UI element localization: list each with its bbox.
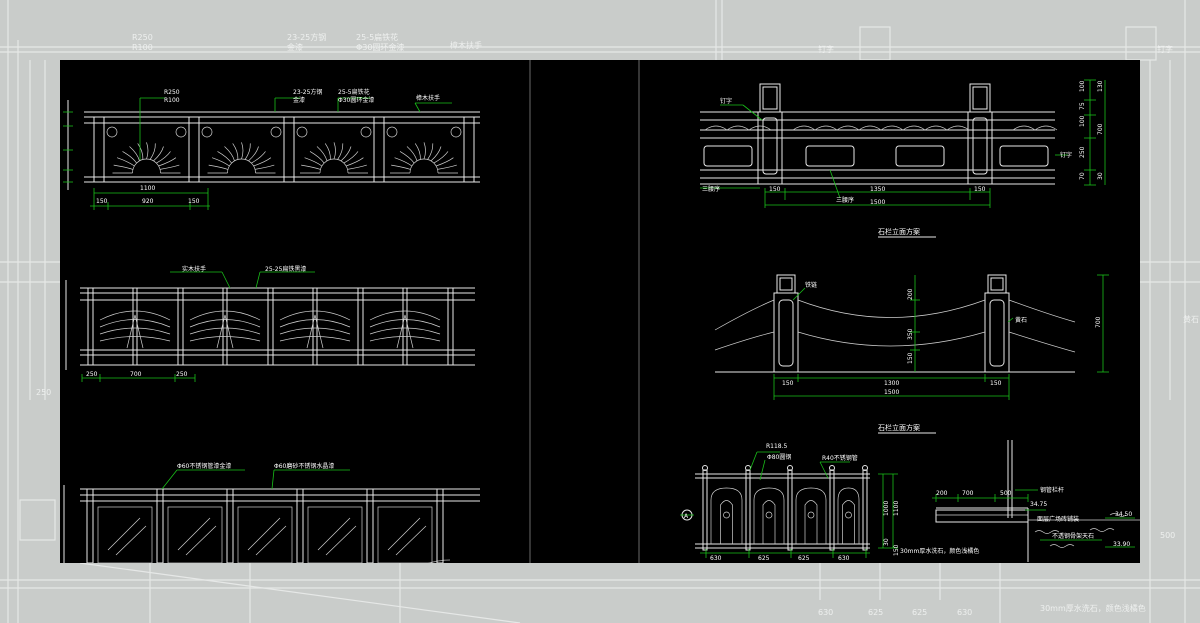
- label-moulding-center: 三腰序: [836, 196, 854, 204]
- railing-elevation-glass: [63, 485, 480, 563]
- stone-chain-elevation: [714, 274, 1076, 373]
- panel1-dimensions: [90, 188, 210, 210]
- label-post-top: 钉字: [720, 97, 732, 105]
- label-solid-wood-handrail: 实木扶手: [182, 265, 206, 273]
- bg-dim-500: 500: [1160, 531, 1175, 540]
- cad-drawing: R250 R100 23-25方钢 金漆 25-5扁铁花 Φ30圆环金漆 樟木扶…: [63, 60, 1140, 563]
- bg-label-r250: R250: [132, 33, 153, 42]
- label-gold-paint: 金漆: [293, 96, 305, 104]
- dim-v70: 70: [1079, 172, 1086, 180]
- dim-200: 200: [936, 490, 948, 497]
- dim-v100: 100: [1079, 80, 1086, 92]
- dim-v150: 150: [893, 544, 900, 556]
- bg-dim-625a: 625: [868, 608, 883, 617]
- dim-150-mid-a: 150: [782, 380, 794, 387]
- dim-1300: 1300: [884, 380, 899, 387]
- dim-150-mid-b: 150: [990, 380, 1002, 387]
- label-r100: R100: [164, 97, 180, 104]
- dim-v75: 75: [1079, 102, 1086, 110]
- label-steel-rail: 钢管栏杆: [1040, 486, 1064, 494]
- dim-625-a: 625: [758, 555, 770, 562]
- caption-stone-balustrade-2: 石栏立面方案: [878, 423, 920, 432]
- dim-700-sec: 700: [962, 490, 974, 497]
- dim-700: 700: [130, 371, 142, 378]
- cad-sheet: R250 R100 23-25方钢 金漆 25-5扁铁花 Φ30圆环金漆 樟木扶…: [60, 60, 1140, 563]
- dim-1500-mid: 1500: [884, 389, 899, 396]
- bg-label-post: 钉字: [818, 44, 834, 54]
- watermark: [428, 559, 451, 563]
- bg-label-gold: 金漆: [287, 42, 303, 52]
- dim-1500: 1500: [870, 199, 885, 206]
- label-chain: 铁链: [805, 281, 817, 289]
- bg-label-wood: 樟木扶手: [450, 40, 482, 50]
- dim-920: 920: [142, 198, 154, 205]
- label-stone-frame: 不透钢骨架天石: [1052, 532, 1094, 540]
- section-mark-a: A: [684, 513, 689, 520]
- dim-150-b: 150: [974, 186, 986, 193]
- dim-v700-mid: 700: [1095, 316, 1102, 328]
- dim-v200: 200: [907, 288, 914, 300]
- dim-v350: 350: [907, 328, 914, 340]
- dim-500: 500: [1000, 490, 1012, 497]
- railing-section-detail: [935, 440, 1140, 562]
- label-pipe-crystal: Φ60磨砂不锈钢水晶漆: [274, 462, 334, 470]
- bg-label-flat: 25-5扁铁花: [356, 32, 398, 42]
- dim-250-left: 250: [86, 371, 98, 378]
- elev-34-50: 34.50: [1115, 511, 1132, 518]
- label-stainless-pipe: R40不锈钢管: [822, 454, 858, 462]
- dim-1100: 1100: [140, 185, 155, 192]
- bg-dim-630b: 630: [957, 608, 972, 617]
- dim-v1000: 1000: [883, 501, 890, 516]
- dim-v150: 150: [907, 352, 914, 364]
- elev-34-75: 34.75: [1030, 501, 1047, 508]
- panel1-leaders: [139, 97, 452, 160]
- dim-625-b: 625: [798, 555, 810, 562]
- dim-v30: 30: [883, 538, 890, 546]
- caption-stone-balustrade-1: 石栏立面方案: [878, 227, 920, 236]
- label-post-right: 钉字: [1060, 151, 1072, 159]
- dim-v700: 700: [1097, 123, 1104, 135]
- stone-balustrade-elevation-1: [700, 83, 1058, 185]
- label-camphor-handrail: 樟木扶手: [416, 94, 440, 102]
- dim-250-right: 250: [176, 371, 188, 378]
- label-ring-gold: Φ30圆环金漆: [338, 96, 374, 104]
- label-round-steel: Φ80圆钢: [767, 453, 791, 461]
- dim-v30: 30: [1097, 172, 1104, 180]
- railing-elevation-wave: [65, 280, 475, 370]
- dim-630-a: 630: [710, 555, 722, 562]
- bg-dim-630a: 630: [818, 608, 833, 617]
- dim-150-a: 150: [769, 186, 781, 193]
- label-yellow-stone: 黄石: [1015, 316, 1027, 324]
- label-moulding-left: 三腰序: [702, 185, 720, 193]
- bg-dim-250: 250: [36, 388, 51, 397]
- dim-1350: 1350: [870, 186, 885, 193]
- iron-railing-elevation: [680, 465, 870, 551]
- label-r118: R118.5: [766, 443, 788, 450]
- dim-v100b: 100: [1079, 115, 1086, 127]
- note-washed-stone: 30mm厚水洗石，颜色浅橘色: [900, 547, 979, 555]
- label-square-steel: 23-25方钢: [293, 88, 322, 96]
- bg-label-stone: 黄石: [1183, 314, 1199, 324]
- railing-elevation-sunburst: [63, 100, 480, 190]
- bg-label-r100: R100: [132, 43, 153, 52]
- dim-630-b: 630: [838, 555, 850, 562]
- label-flat-iron-flower: 25-5扁铁花: [338, 88, 370, 96]
- bg-label-round: Φ30圆环金漆: [356, 42, 404, 52]
- bg-dim-625b: 625: [912, 608, 927, 617]
- dim-150-right: 150: [188, 198, 200, 205]
- bg-label-steel: 23-25方钢: [287, 32, 326, 42]
- bg-note: 30mm厚水洗石，颜色浅橘色: [1040, 603, 1146, 613]
- dim-v1100: 1100: [893, 501, 900, 516]
- dim-v130: 130: [1097, 80, 1104, 92]
- label-pipe-gold: Φ60不锈钢管漆金漆: [177, 462, 231, 470]
- dim-v250: 250: [1079, 146, 1086, 158]
- label-flat-iron-black: 25-25扁铁黑漆: [265, 265, 306, 273]
- elev-33-90: 33.90: [1113, 541, 1130, 548]
- label-r250: R250: [164, 89, 180, 96]
- dim-150-left: 150: [96, 198, 108, 205]
- bg-label-post2: 钉字: [1157, 44, 1173, 54]
- label-plaza-tile: 面层广场砖铺装: [1037, 515, 1079, 523]
